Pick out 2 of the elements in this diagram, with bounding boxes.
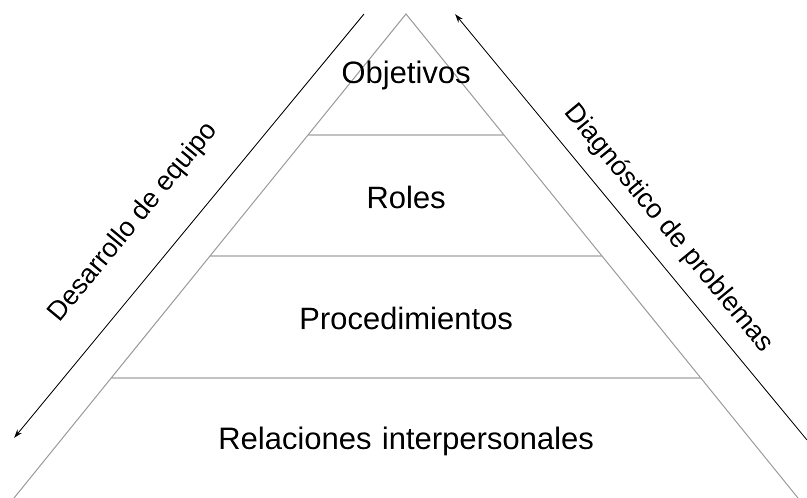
pyramid-level: Objetivos — [306, 13, 506, 136]
pyramid-level: Relaciones interpersonales — [13, 377, 799, 498]
